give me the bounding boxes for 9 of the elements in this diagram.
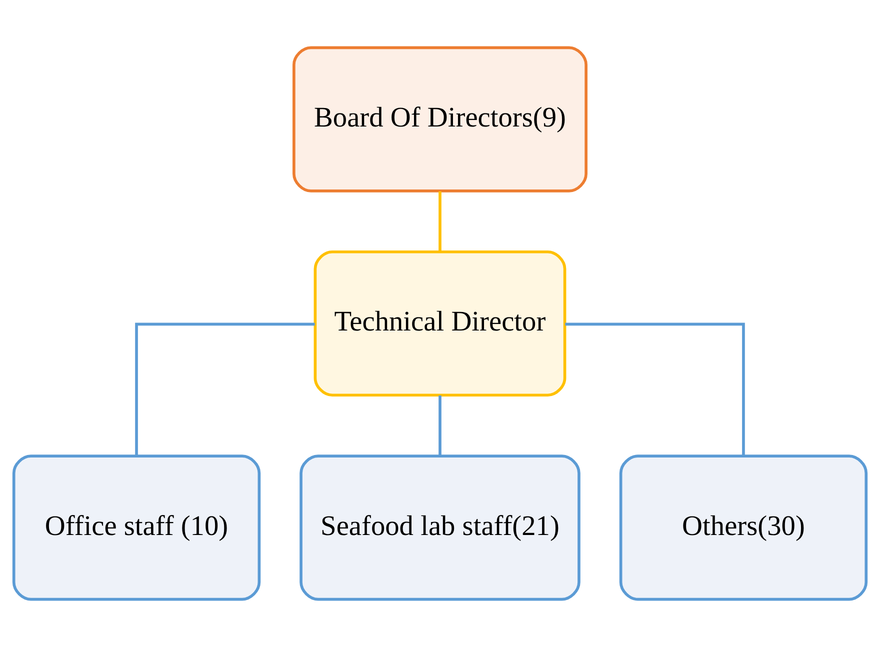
- node-box: Board Of Directors(9): [292, 46, 588, 192]
- node-box: Technical Director: [314, 250, 566, 397]
- node-box: Seafood lab staff(21): [300, 454, 580, 601]
- connector: [438, 396, 442, 456]
- node-box: Office staff (10): [12, 454, 261, 601]
- connector: [565, 322, 745, 456]
- node-box: Others(30): [619, 454, 868, 601]
- connector: [135, 322, 315, 456]
- connector: [438, 191, 442, 252]
